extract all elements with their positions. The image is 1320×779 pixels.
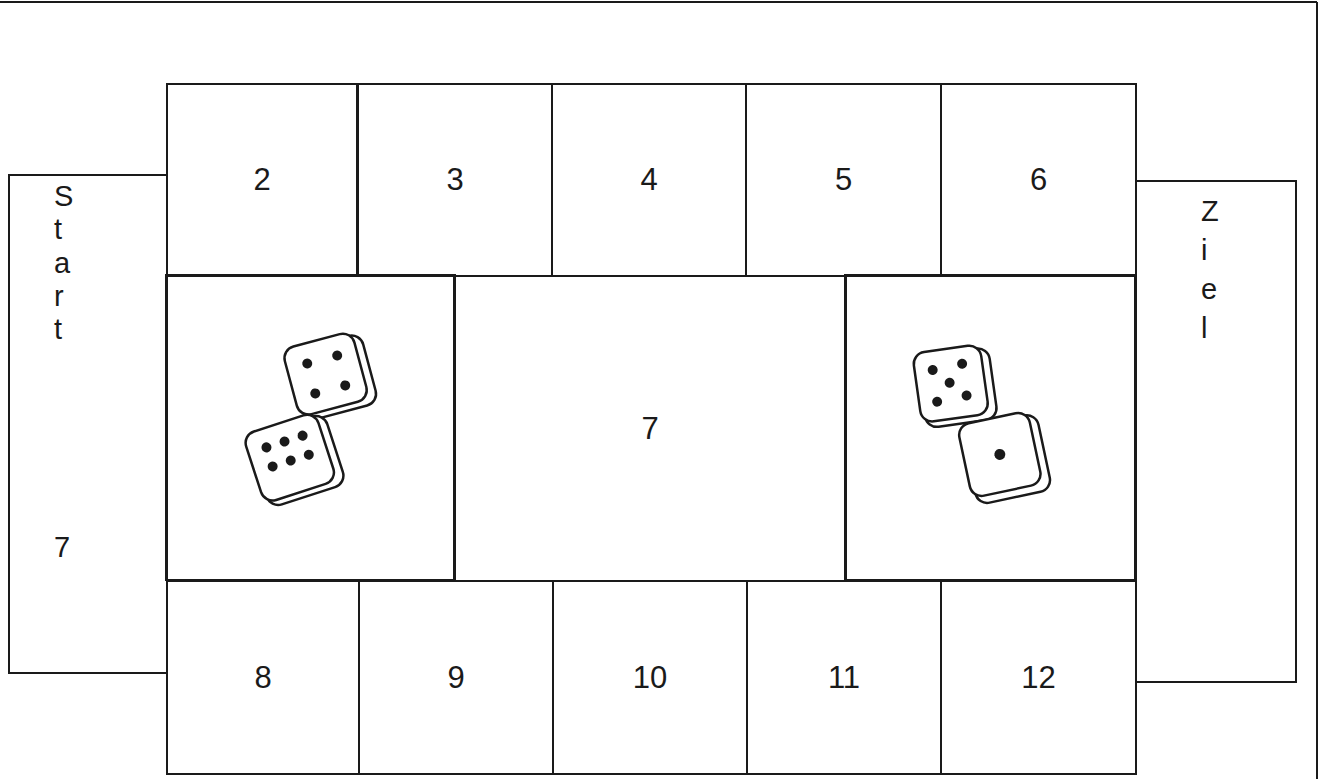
- field-number: 11: [828, 660, 860, 696]
- board-field: 2: [166, 83, 358, 277]
- frame-line: [1316, 2, 1318, 779]
- die-five: [912, 343, 998, 429]
- field-number-holder: 4: [553, 85, 745, 275]
- field-number: 6: [1030, 162, 1047, 198]
- die-four: [282, 329, 379, 423]
- field-number-holder: 6: [942, 85, 1135, 275]
- field-number: 7: [641, 411, 658, 447]
- start-number: 7: [54, 531, 70, 564]
- field-title: Start: [54, 180, 64, 347]
- field-number-holder: 10: [554, 582, 746, 773]
- dice-field: [845, 275, 1135, 580]
- field-number: 10: [633, 660, 667, 696]
- ziel-field: Ziel: [1135, 180, 1297, 683]
- field-number: 12: [1021, 660, 1055, 696]
- board-field: 7: [453, 275, 847, 582]
- field-number: 5: [835, 162, 852, 198]
- board-field: 11: [746, 580, 942, 775]
- board-field: 5: [745, 83, 942, 277]
- field-number-holder: 9: [360, 582, 552, 773]
- board-field: 6: [940, 83, 1137, 277]
- die-one: [957, 409, 1052, 506]
- field-number-holder: 11: [748, 582, 940, 773]
- frame-line: [0, 1, 1317, 3]
- board-field: 10: [552, 580, 748, 775]
- board-field: 8: [166, 580, 360, 775]
- start-field: Start 7: [8, 174, 168, 674]
- field-title: Ziel: [1201, 192, 1211, 349]
- field-number: 3: [446, 162, 463, 198]
- field-number-holder: 7: [455, 277, 845, 580]
- field-number-holder: 2: [168, 85, 356, 275]
- dice-field: [166, 275, 455, 580]
- board-field: 4: [551, 83, 747, 277]
- field-number: 2: [253, 162, 270, 198]
- field-number-holder: 3: [359, 85, 551, 275]
- board-field: 12: [940, 580, 1137, 775]
- field-number-holder: 8: [168, 582, 358, 773]
- field-number: 4: [640, 162, 657, 198]
- board-field: 3: [357, 83, 553, 277]
- board-field: 9: [358, 580, 554, 775]
- die-five: [243, 409, 347, 509]
- field-number-holder: 5: [747, 85, 940, 275]
- field-number: 9: [447, 660, 464, 696]
- field-number: 8: [254, 660, 271, 696]
- field-number-holder: 12: [942, 582, 1135, 773]
